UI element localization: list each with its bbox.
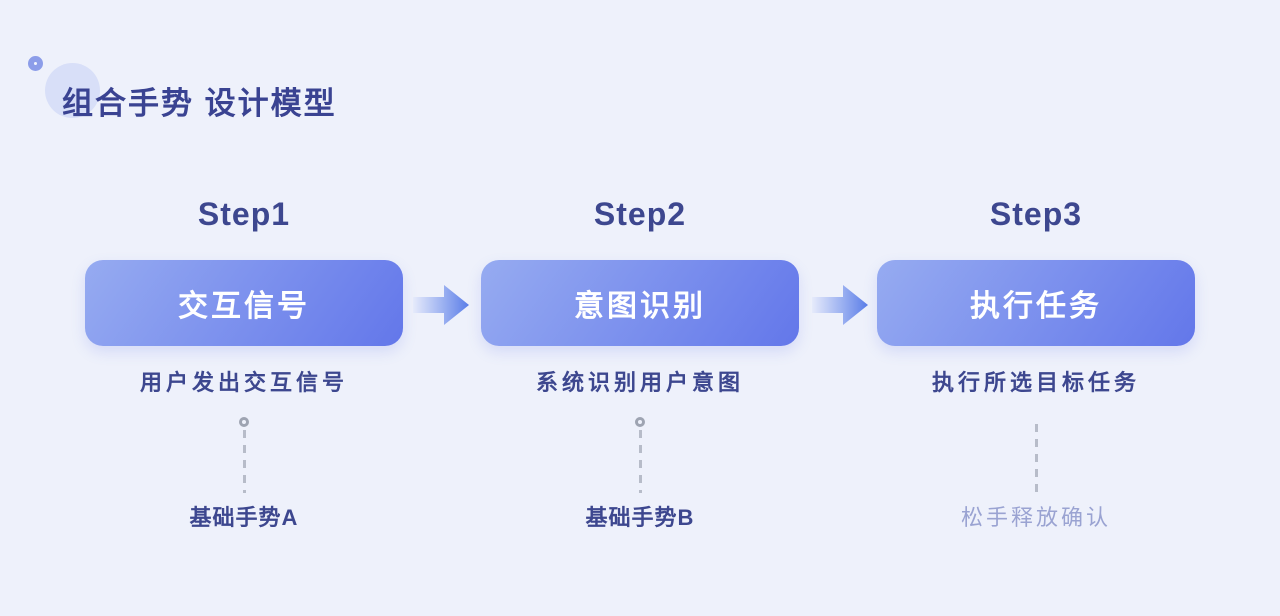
bottom-label: 基础手势A bbox=[189, 505, 299, 530]
bottom-label: 松手释放确认 bbox=[960, 505, 1111, 530]
step-description: 执行所选目标任务 bbox=[931, 370, 1140, 395]
connector bbox=[635, 417, 645, 493]
step-box: 交互信号 bbox=[85, 260, 403, 346]
step-description: 用户发出交互信号 bbox=[139, 370, 348, 395]
step-box: 执行任务 bbox=[877, 260, 1195, 346]
connector bbox=[1034, 417, 1038, 493]
arrow-right-icon bbox=[812, 283, 869, 327]
page-title: 组合手势 设计模型 bbox=[62, 86, 337, 121]
step-box-label: 交互信号 bbox=[178, 290, 310, 323]
step-column-2: Step2 意图识别 系统识别用户意图 基础手势B bbox=[481, 196, 799, 531]
step-description: 系统识别用户意图 bbox=[535, 370, 744, 395]
step-label: Step3 bbox=[989, 196, 1083, 232]
arrow-right-icon bbox=[413, 283, 470, 327]
step-label: Step2 bbox=[593, 196, 687, 232]
step-box-label: 执行任务 bbox=[970, 290, 1102, 323]
dashed-line bbox=[638, 430, 642, 493]
bottom-label: 基础手势B bbox=[585, 505, 695, 530]
step-column-3: Step3 执行任务 执行所选目标任务 松手释放确认 bbox=[877, 196, 1195, 531]
dashed-line bbox=[1034, 424, 1038, 493]
step-label: Step1 bbox=[197, 196, 291, 232]
dashed-line bbox=[242, 430, 246, 493]
step-column-1: Step1 交互信号 用户发出交互信号 基础手势A bbox=[85, 196, 403, 531]
step-box-label: 意图识别 bbox=[574, 290, 706, 323]
connector bbox=[239, 417, 249, 493]
ring-circle-icon bbox=[28, 56, 43, 71]
step-box: 意图识别 bbox=[481, 260, 799, 346]
circle-outline-icon bbox=[635, 417, 645, 427]
circle-outline-icon bbox=[239, 417, 249, 427]
bubble-circle-icon bbox=[45, 63, 100, 118]
